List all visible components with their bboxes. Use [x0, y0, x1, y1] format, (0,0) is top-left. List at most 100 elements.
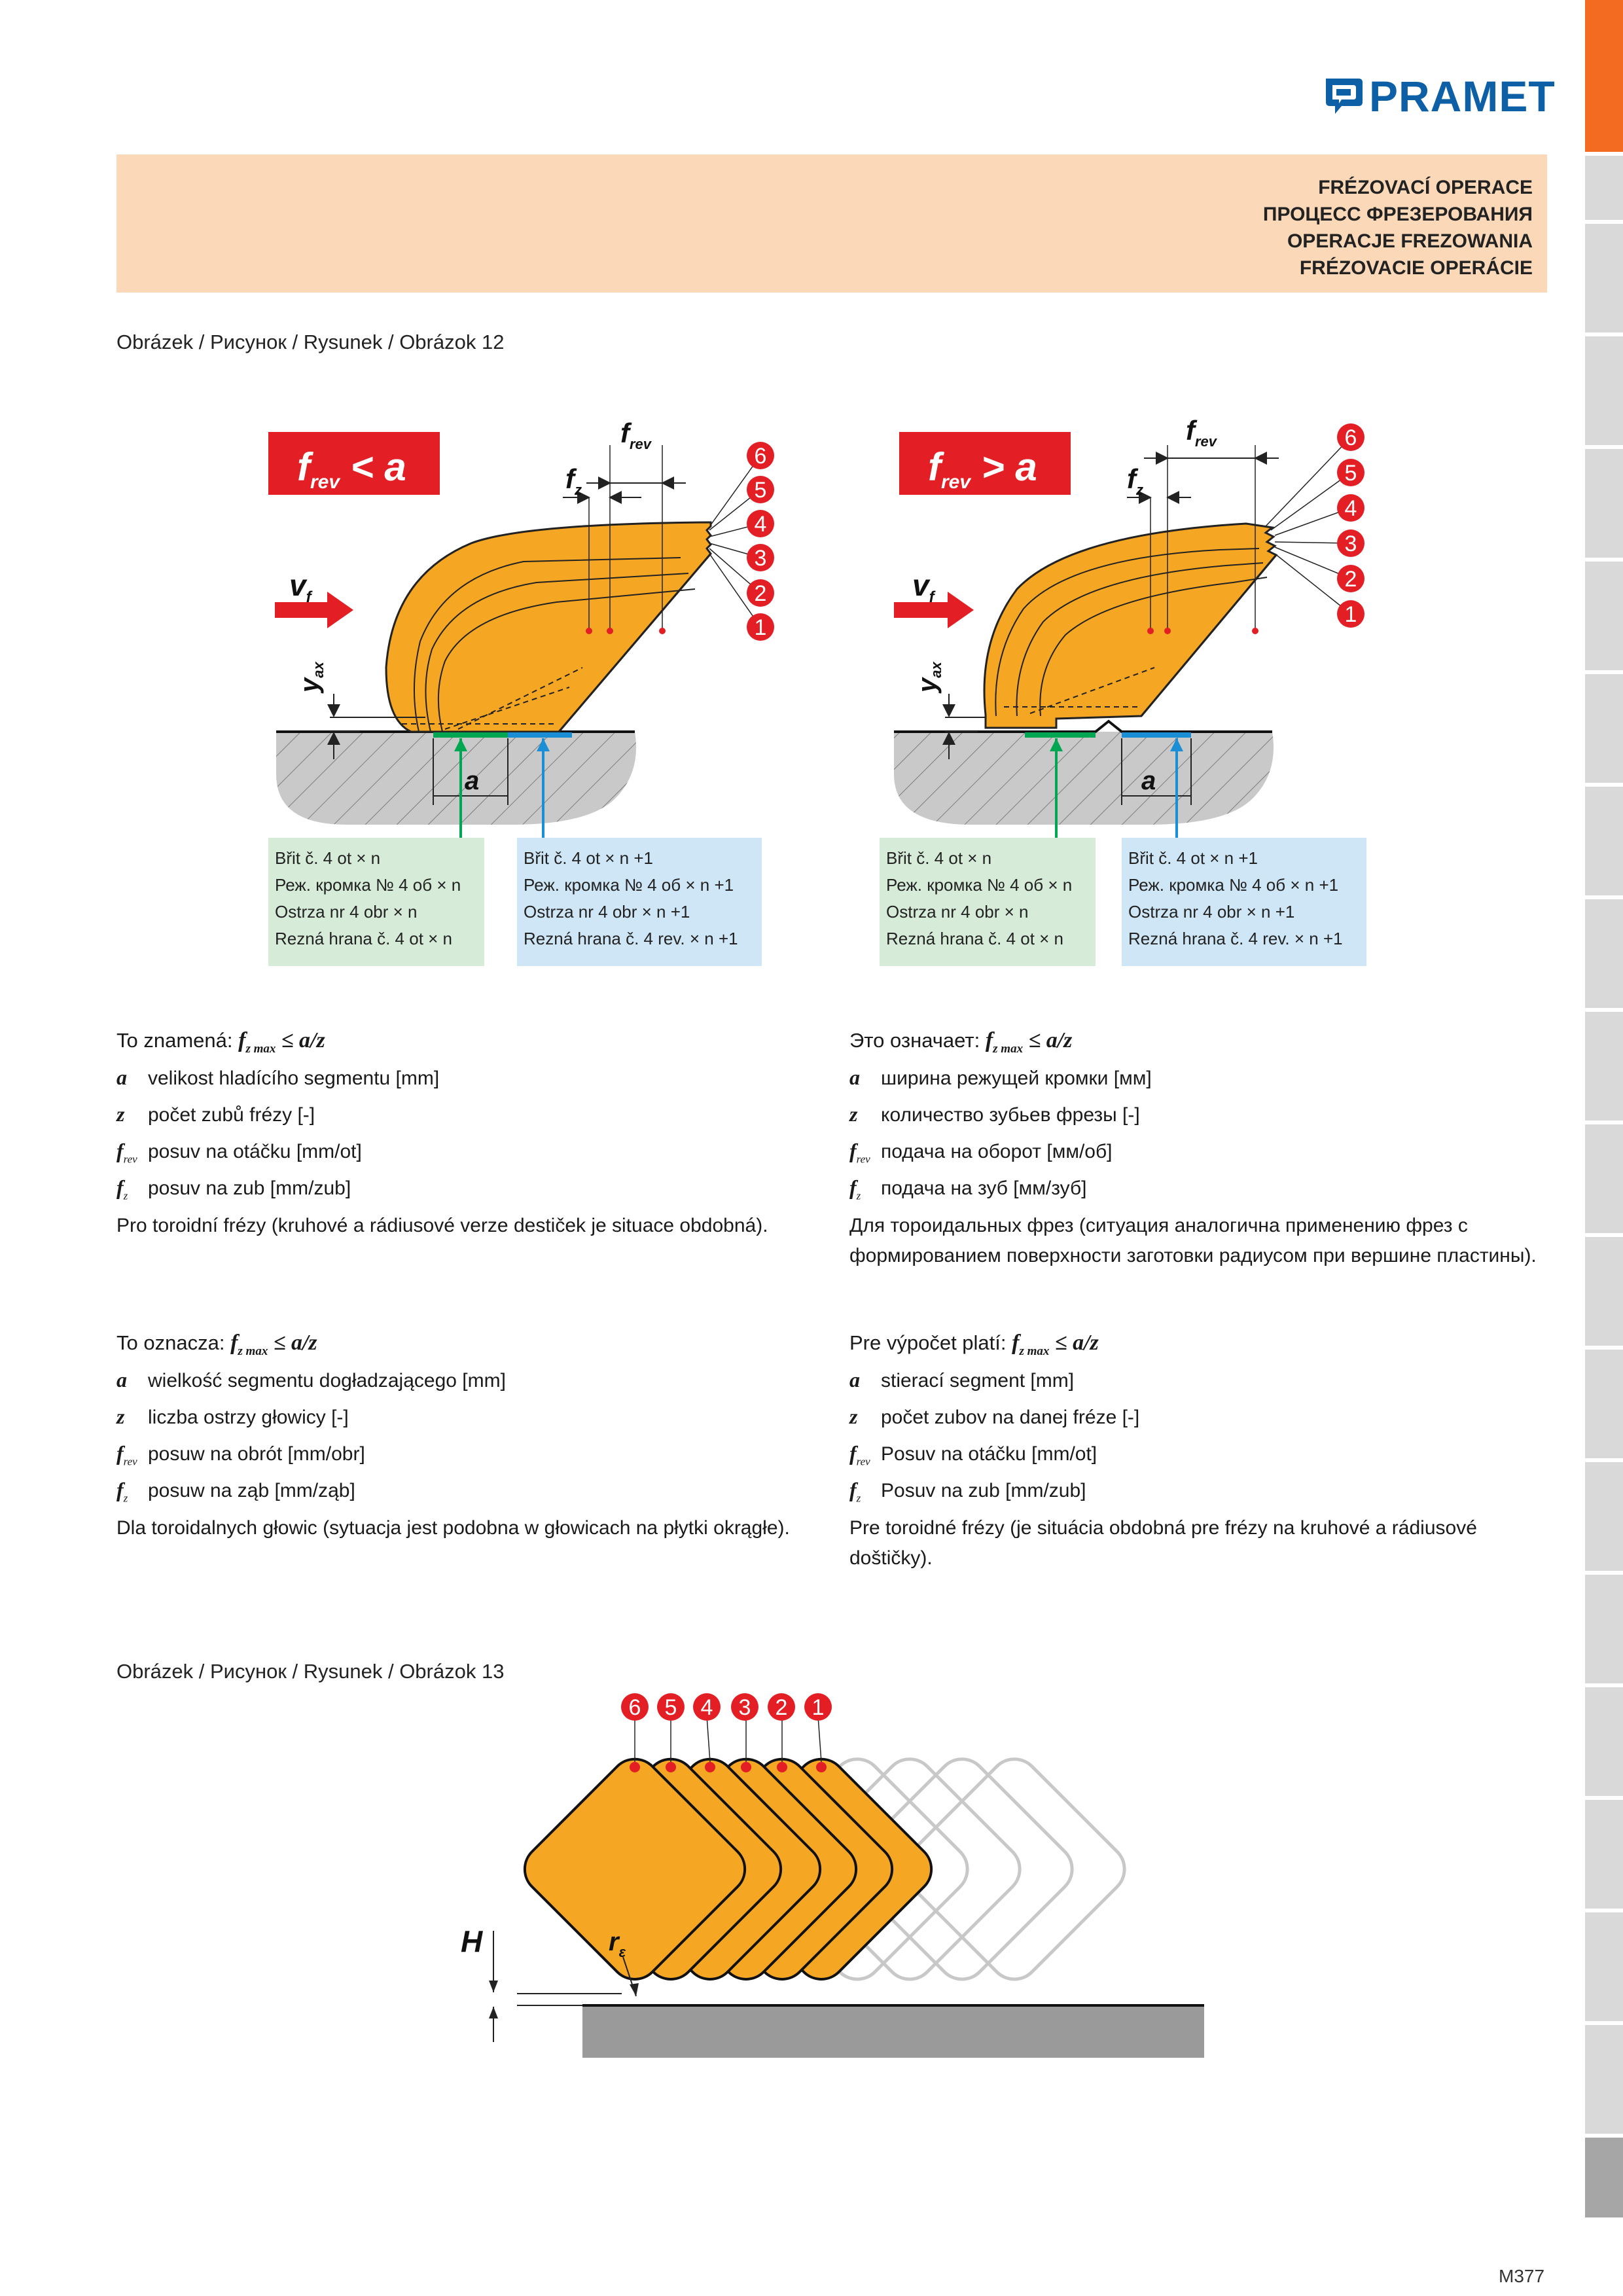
side-tab [1585, 899, 1623, 1008]
header-title-cz: FRÉZOVACÍ OPERACE [1318, 177, 1533, 198]
svg-text:6: 6 [629, 1695, 641, 1720]
formula-line-ru: Это означает: fz max ≤ a/z [849, 1028, 1073, 1056]
formula: fz max ≤ a/z [1012, 1331, 1099, 1358]
left-green-line: Ostrza nr 4 obr × n [275, 902, 417, 922]
right-vf-arrow [894, 592, 974, 628]
right-badge-text: frev > a [928, 445, 1037, 493]
figure13-caption: Obrázek / Рисунок / Rysunek / Obrázok 13 [116, 1660, 505, 1683]
right-green-box [880, 838, 1096, 966]
svg-text:Ostrza nr 4 obr × n +1: Ostrza nr 4 obr × n +1 [1128, 902, 1294, 922]
header-title-pl: OPERACJE FREZOWANIA [1287, 230, 1533, 252]
note-ru: Для тороидальных фрез (ситуация аналогич… [849, 1215, 1537, 1266]
side-tab [1585, 1124, 1623, 1233]
figure13-inserts [523, 1757, 933, 1981]
side-tab [1585, 674, 1623, 783]
left-green-line: Břit č. 4 ot × n [275, 848, 380, 868]
left-green-line: Реж. кромка № 4 об × n [275, 875, 461, 895]
svg-text:Rezná hrana č. 4 rev. × n +1: Rezná hrana č. 4 rev. × n +1 [1128, 929, 1343, 948]
svg-text:2: 2 [755, 581, 767, 606]
left-cutter [385, 521, 712, 733]
left-cutter-line [425, 573, 689, 732]
callout-5 [747, 476, 774, 503]
svg-text:6: 6 [755, 444, 767, 469]
right-blue-box [1122, 838, 1366, 966]
note-cz: Pro toroidní frézy (kruhové a rádiusové … [116, 1215, 768, 1236]
left-dashed [444, 687, 570, 730]
svg-text:3: 3 [755, 546, 767, 571]
figure13-diagram: H rε 6 5 4 3 2 1 [461, 1693, 1204, 2058]
svg-text:3: 3 [739, 1695, 751, 1720]
note-sk: Pre toroidné frézy (je situácia obdobná … [849, 1517, 1477, 1569]
left-blue-box [517, 838, 762, 966]
right-cutter [983, 522, 1278, 729]
right-yax-label: yax [913, 662, 944, 694]
formula: fz max ≤ a/z [230, 1331, 317, 1358]
left-blue-line: Rezná hrana č. 4 rev. × n +1 [524, 929, 738, 948]
svg-text:1: 1 [812, 1695, 825, 1720]
svg-text:4: 4 [701, 1695, 713, 1720]
right-badge [899, 432, 1071, 495]
figure12-caption: Obrázek / Рисунок / Rysunek / Obrázok 12 [116, 331, 505, 353]
left-vf-arrow [275, 592, 353, 628]
left-cutter-line [437, 588, 696, 732]
right-callouts: 6 5 4 3 2 1 [1265, 423, 1364, 628]
brand-logo-icon [1326, 79, 1363, 114]
formula-line-sk: Pre výpočet platí: fz max ≤ a/z [849, 1331, 1099, 1358]
svg-text:Реж. кромка № 4 об × n +1: Реж. кромка № 4 об × n +1 [1128, 875, 1338, 895]
right-cutter-line [1039, 577, 1268, 717]
left-edge [558, 553, 712, 732]
svg-text:2: 2 [776, 1695, 788, 1720]
side-tab [1585, 1800, 1623, 1909]
svg-text:5: 5 [665, 1695, 677, 1720]
header-title-ru: ПРОЦЕСС ФРЕЗЕРОВАНИЯ [1262, 204, 1533, 225]
side-tab [1585, 562, 1623, 670]
side-tab-active [1585, 0, 1623, 152]
svg-text:1: 1 [1345, 602, 1357, 627]
svg-text:Реж. кромка № 4 об × n: Реж. кромка № 4 об × n [886, 875, 1072, 895]
header-title-sk: FRÉZOVACIE OPERÁCIE [1299, 257, 1533, 279]
svg-text:1: 1 [755, 615, 767, 640]
left-badge [268, 432, 440, 495]
formula: fz max ≤ a/z [985, 1028, 1073, 1056]
left-green-box [268, 838, 484, 966]
callout-2 [747, 579, 774, 607]
right-cutter-line [1016, 562, 1264, 717]
note-pl: Dla toroidalnych głowic (sytuacja jest p… [116, 1517, 790, 1539]
left-green-line: Rezná hrana č. 4 ot × n [275, 929, 452, 948]
svg-text:Ostrza nr 4 obr × n: Ostrza nr 4 obr × n [886, 902, 1028, 922]
side-tab [1585, 1012, 1623, 1121]
callout-4 [747, 510, 774, 537]
left-diagram: frev < a vf yax a [268, 418, 774, 966]
callout-6 [747, 442, 774, 469]
svg-text:4: 4 [1345, 496, 1357, 521]
formula-line-pl: To oznacza: fz max ≤ a/z [116, 1331, 317, 1358]
svg-text:Rezná hrana č. 4 ot × n: Rezná hrana č. 4 ot × n [886, 929, 1063, 948]
right-surface [894, 719, 1272, 733]
right-workpiece [893, 732, 1274, 825]
side-tab [1585, 449, 1623, 558]
side-tab [1585, 1912, 1623, 2021]
right-dashed [1029, 667, 1155, 714]
header-titles: FRÉZOVACÍ OPERACE ПРОЦЕСС ФРЕЗЕРОВАНИЯ O… [1263, 174, 1533, 281]
left-blue-line: Ostrza nr 4 obr × n +1 [524, 902, 690, 922]
side-tab [1585, 1575, 1623, 1683]
svg-text:5: 5 [1345, 461, 1357, 486]
right-edge [1140, 554, 1277, 717]
right-a-label: a [1141, 766, 1156, 795]
side-tab [1585, 787, 1623, 895]
svg-text:4: 4 [755, 512, 767, 537]
figure13-callouts: 6 5 4 3 2 1 [621, 1693, 832, 1721]
